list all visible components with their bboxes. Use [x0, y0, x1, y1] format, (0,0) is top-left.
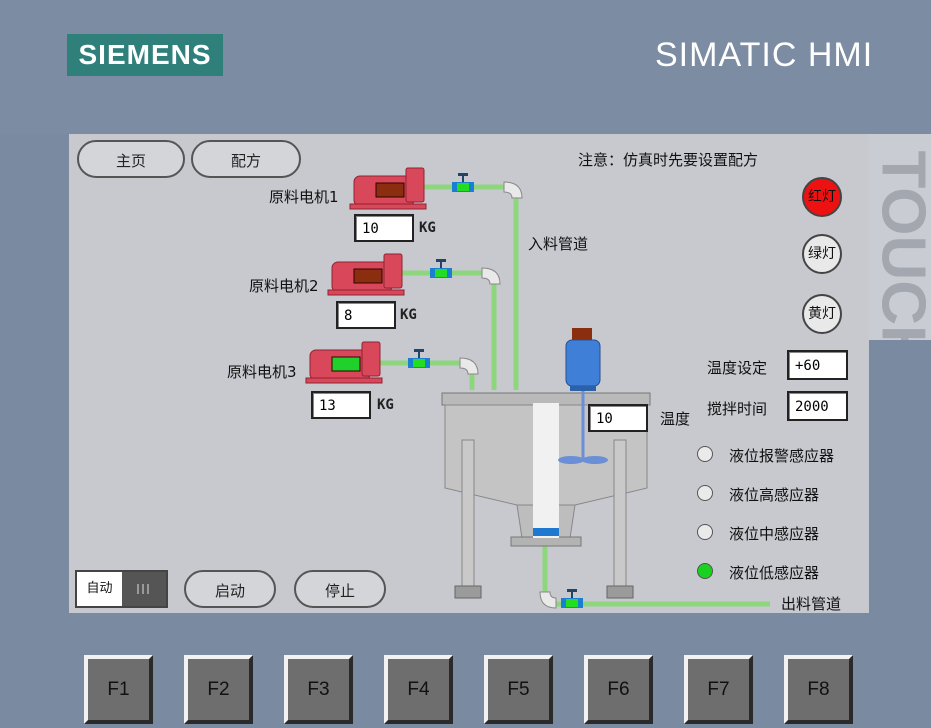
inlet-pipe-label: 入料管道: [528, 235, 589, 253]
yellow-lamp: 黄灯: [802, 294, 842, 334]
pump-motor-icons: [305, 167, 427, 384]
motor3-weight-input[interactable]: 13: [311, 391, 371, 419]
level-alarm-sensor-led: [697, 446, 713, 462]
temperature-label: 温度: [660, 410, 691, 428]
siemens-logo: SIEMENS: [67, 34, 223, 76]
motor2-unit: KG: [400, 307, 417, 323]
level-low-sensor-led: [697, 563, 713, 579]
level-high-sensor-label: 液位高感应器: [729, 486, 820, 504]
f5-key[interactable]: F5: [484, 655, 553, 724]
touch-label: TOUCH: [868, 134, 931, 340]
level-mid-sensor-led: [697, 524, 713, 540]
notice-text: 注意：仿真时先要设置配方: [578, 151, 759, 169]
f4-key[interactable]: F4: [384, 655, 453, 724]
motor3-unit: KG: [377, 397, 394, 413]
red-lamp: 红灯: [802, 177, 842, 217]
mode-label: 自动: [86, 581, 113, 596]
motor1-label: 原料电机1: [269, 188, 339, 206]
stop-button[interactable]: 停止: [294, 570, 386, 608]
motor1-weight-input[interactable]: 10: [354, 214, 414, 242]
temp-setpoint-label: 温度设定: [707, 359, 768, 377]
recipe-button[interactable]: 配方: [191, 140, 301, 178]
motor2-label: 原料电机2: [249, 277, 319, 295]
stir-time-input[interactable]: 2000: [787, 391, 848, 421]
home-button[interactable]: 主页: [77, 140, 185, 178]
f1-key[interactable]: F1: [84, 655, 153, 724]
level-low-sensor-label: 液位低感应器: [729, 564, 820, 582]
valve-icons: [408, 173, 583, 608]
outlet-pipe-label: 出料管道: [781, 595, 842, 613]
toggle-grip-icon: [122, 572, 166, 606]
motor3-label: 原料电机3: [227, 363, 297, 381]
f3-key[interactable]: F3: [284, 655, 353, 724]
tank-temperature-display: 10: [588, 404, 648, 432]
f8-key[interactable]: F8: [784, 655, 853, 724]
green-lamp: 绿灯: [802, 234, 842, 274]
f6-key[interactable]: F6: [584, 655, 653, 724]
brand-title: SIMATIC HMI: [655, 36, 874, 74]
agitator-motor-icon: [558, 328, 608, 464]
motor2-weight-input[interactable]: 8: [336, 301, 396, 329]
start-button[interactable]: 启动: [184, 570, 276, 608]
stir-time-label: 搅拌时间: [707, 400, 768, 418]
f7-key[interactable]: F7: [684, 655, 753, 724]
f2-key[interactable]: F2: [184, 655, 253, 724]
temp-setpoint-input[interactable]: +60: [787, 350, 848, 380]
motor1-unit: KG: [419, 220, 436, 236]
pipe-motor2: [398, 270, 497, 390]
level-alarm-sensor-label: 液位报警感应器: [729, 447, 835, 465]
level-mid-sensor-label: 液位中感应器: [729, 525, 820, 543]
level-high-sensor-led: [697, 485, 713, 501]
mode-toggle-switch[interactable]: 自动: [75, 570, 168, 608]
